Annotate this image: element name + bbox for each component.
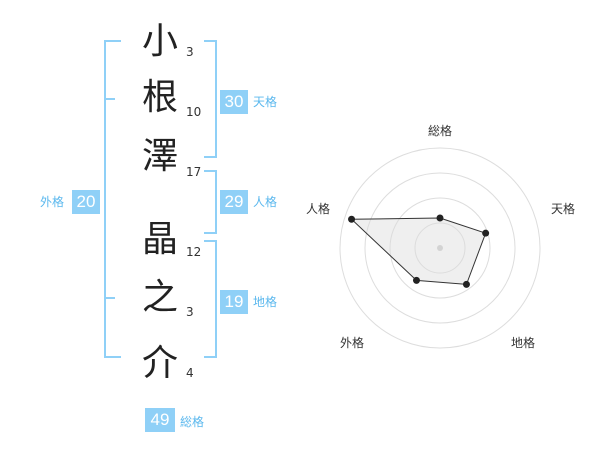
tenkaku-bracket-vertical: [215, 40, 217, 158]
radar-point-1: [436, 214, 444, 222]
radar-ring-2: [389, 197, 491, 299]
gaikaku-bracket-bottom: [105, 356, 121, 358]
chikaku-bracket-top: [204, 240, 216, 242]
jinkaku-bracket-top: [204, 170, 216, 172]
chikaku-label: 地格: [253, 295, 278, 309]
gaikaku-value-badge: 20: [72, 190, 100, 214]
gaikaku-label: 外格: [40, 195, 65, 209]
radar-axis-label-tenkaku: 天格: [551, 202, 576, 216]
radar-axis-label-soukaku: 総格: [428, 124, 453, 138]
stroke-count-6: 4: [186, 366, 194, 380]
name-char-1: 小: [141, 21, 178, 62]
radar-data-polygon: [350, 217, 487, 285]
tenkaku-label: 天格: [253, 95, 278, 109]
name-char-2: 根: [141, 77, 178, 118]
tenkaku-bracket-top: [204, 40, 216, 42]
stroke-count-3: 17: [186, 165, 202, 179]
radar-point-3: [462, 280, 470, 288]
chikaku-value-badge: 19: [220, 290, 248, 314]
name-char-4: 晶: [141, 219, 178, 260]
name-char-6: 介: [141, 343, 178, 384]
jinkaku-label: 人格: [253, 195, 278, 209]
stroke-count-5: 3: [186, 305, 194, 319]
gaikaku-bracket-tick-2: [105, 297, 115, 299]
radar-ring-1: [414, 222, 466, 274]
stroke-count-2: 10: [186, 105, 202, 119]
jinkaku-value-badge: 29: [220, 190, 248, 214]
radar-point-4: [412, 276, 420, 284]
tenkaku-bracket-bottom: [204, 156, 216, 158]
radar-center-dot: [437, 245, 443, 251]
tenkaku-value-badge: 30: [220, 90, 248, 114]
jinkaku-bracket-bottom: [204, 232, 216, 234]
radar-point-5: [348, 215, 356, 223]
name-char-5: 之: [141, 277, 178, 318]
stroke-count-1: 3: [186, 45, 194, 59]
chikaku-bracket-bottom: [204, 356, 216, 358]
radar-axis-label-gaikaku: 外格: [340, 336, 365, 350]
radar-axis-label-jinkaku: 人格: [306, 202, 331, 216]
jinkaku-bracket-vertical: [215, 170, 217, 234]
radar-axis-label-chikaku: 地格: [511, 336, 536, 350]
soukaku-value-badge: 49: [145, 408, 175, 432]
chikaku-bracket-vertical: [215, 240, 217, 358]
name-char-3: 澤: [141, 136, 178, 177]
radar-point-2: [482, 229, 490, 237]
gaikaku-bracket-vertical: [104, 40, 106, 358]
gaikaku-bracket-tick-1: [105, 98, 115, 100]
soukaku-label: 総格: [180, 415, 205, 429]
radar-ring-4: [339, 147, 541, 349]
stroke-count-4: 12: [186, 245, 202, 259]
gaikaku-bracket-top: [105, 40, 121, 42]
radar-ring-3: [364, 172, 516, 324]
